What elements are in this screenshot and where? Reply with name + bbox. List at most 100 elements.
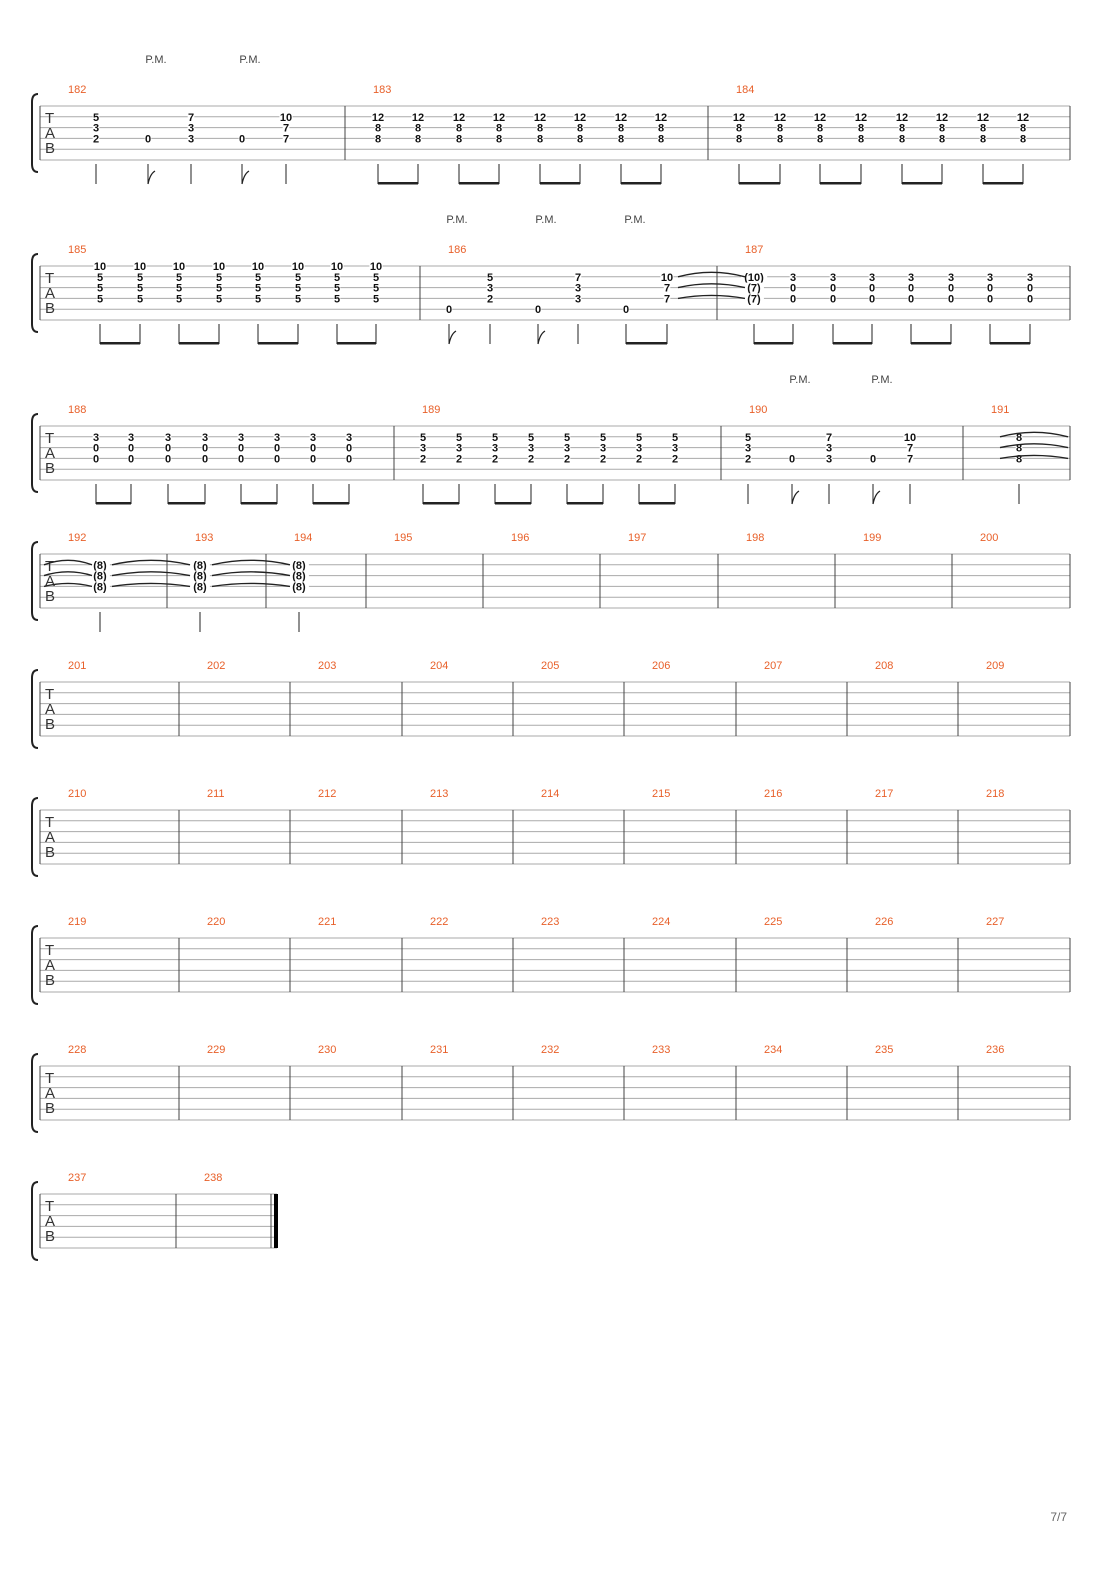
fret-mask: [1015, 453, 1023, 464]
tab-clef-letter: B: [45, 588, 55, 605]
beam: [902, 182, 942, 185]
fret-number: 5: [295, 283, 301, 295]
measure-number: 198: [746, 532, 764, 544]
chord-event: (8)(8)(8): [90, 559, 110, 632]
fret-mask: [654, 111, 668, 122]
fret-mask: [92, 122, 100, 133]
chord-event: 888: [1015, 431, 1023, 504]
fret-number: 5: [137, 272, 143, 284]
fret-mask: [825, 442, 833, 453]
fret-mask: [671, 431, 679, 442]
fret-mask: [333, 293, 341, 304]
final-barline-thick: [274, 1194, 278, 1248]
fret-mask: [289, 570, 309, 581]
chord-event: 300: [907, 271, 915, 344]
fret-number: 5: [564, 432, 570, 444]
fret-mask: [93, 261, 107, 271]
fret-mask: [907, 271, 915, 282]
fret-mask: [1019, 122, 1027, 133]
fret-number: 12: [977, 112, 989, 124]
tab-system: TAB192(8)(8)(8)193(8)(8)(8)194(8)(8)(8)1…: [31, 532, 1071, 632]
fret-number: 5: [334, 272, 340, 284]
measure-number: 208: [875, 660, 893, 672]
fret-mask: [282, 122, 290, 133]
fret-mask: [90, 581, 110, 592]
fret-mask: [144, 133, 152, 144]
fret-mask: [164, 431, 172, 442]
fret-number: 8: [736, 123, 742, 135]
fret-number: 0: [128, 453, 134, 465]
fret-number: 12: [655, 112, 667, 124]
measure-number: 206: [652, 660, 670, 672]
fret-number: 10: [213, 261, 225, 273]
measure-number: 238: [204, 1172, 222, 1184]
fret-number: 5: [373, 283, 379, 295]
tab-clef-letter: B: [45, 1100, 55, 1117]
tie-arc: [43, 571, 93, 577]
fret-mask: [813, 111, 827, 122]
tab-clef-letter: A: [45, 125, 55, 142]
fret-mask: [829, 271, 837, 282]
chord-event: 532: [671, 431, 679, 504]
measure-number: 188: [68, 404, 86, 416]
beam: [983, 182, 1023, 185]
fret-mask: [273, 431, 281, 442]
fret-number: 0: [202, 443, 208, 455]
fret-mask: [576, 133, 584, 144]
fret-mask: [868, 293, 876, 304]
fret-number: 8: [496, 123, 502, 135]
fret-mask: [671, 453, 679, 464]
eighth-flag: [537, 330, 546, 345]
fret-mask: [90, 559, 110, 570]
fret-number: 7: [664, 293, 670, 305]
fret-number: 8: [415, 133, 421, 145]
system-brace: [31, 797, 39, 877]
fret-number: 0: [239, 133, 245, 145]
fret-mask: [663, 293, 671, 304]
measure-number: 235: [875, 1044, 893, 1056]
fret-number: 5: [420, 432, 426, 444]
fret-number: 0: [93, 453, 99, 465]
chord-event: 300: [1026, 271, 1034, 344]
fret-number: 8: [1016, 453, 1022, 465]
fret-number: 0: [165, 453, 171, 465]
fret-mask: [273, 453, 281, 464]
fret-number: 0: [908, 283, 914, 295]
fret-mask: [96, 282, 104, 293]
fret-number: 3: [745, 443, 751, 455]
fret-mask: [495, 122, 503, 133]
chord-event: 300: [309, 431, 317, 504]
fret-number: 3: [636, 443, 642, 455]
fret-mask: [190, 570, 210, 581]
tie-arc: [677, 283, 746, 289]
fret-mask: [201, 453, 209, 464]
tab-clef-letter: A: [45, 957, 55, 974]
measure-number: 210: [68, 788, 86, 800]
tie-arc: [211, 571, 291, 577]
measure-number: 203: [318, 660, 336, 672]
beam: [313, 502, 349, 505]
beam: [639, 502, 675, 505]
fret-mask: [536, 133, 544, 144]
beam: [833, 342, 872, 345]
fret-mask: [622, 304, 630, 315]
tab-clef-letter: A: [45, 573, 55, 590]
measure-number: 209: [986, 660, 1004, 672]
fret-number: 3: [456, 443, 462, 455]
fret-mask: [452, 111, 466, 122]
fret-number: 3: [165, 432, 171, 444]
fret-mask: [215, 271, 223, 282]
fret-number: 3: [600, 443, 606, 455]
fret-number: 0: [165, 443, 171, 455]
fret-mask: [238, 133, 246, 144]
fret-mask: [1026, 293, 1034, 304]
fret-mask: [294, 282, 302, 293]
fret-number: 8: [939, 133, 945, 145]
measure-number: 213: [430, 788, 448, 800]
fret-mask: [617, 122, 625, 133]
